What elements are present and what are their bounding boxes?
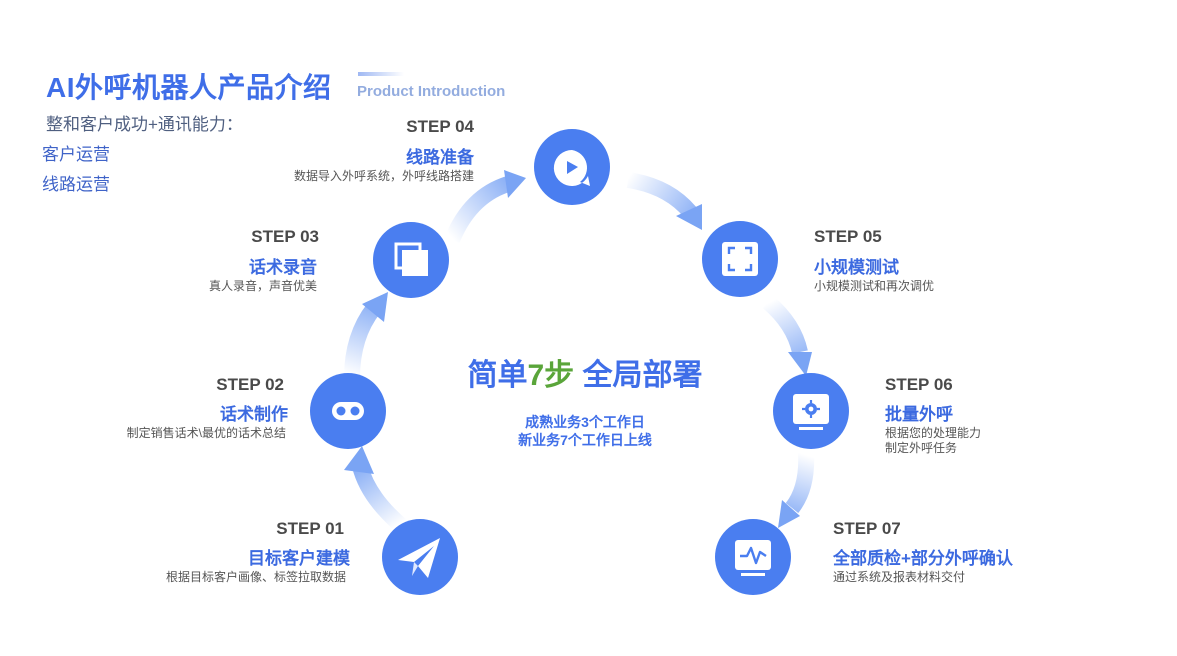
step-07-node <box>715 519 791 595</box>
step-05-node <box>702 221 778 297</box>
center-title-post: 全局部署 <box>574 359 703 392</box>
arrow-step05-to-step06 <box>762 295 812 376</box>
step-07-name: 全部质检+部分外呼确认 <box>833 549 1013 568</box>
step-06-desc-line-1: 根据您的处理能力 <box>885 426 982 440</box>
intro-item: 线路运营 <box>42 175 110 194</box>
arrow-step06-to-step07 <box>778 451 815 528</box>
step-03-desc: 真人录音，声音优美 <box>208 279 317 293</box>
step-02-number: STEP 02 <box>216 375 284 394</box>
arrow-step02-to-step03 <box>344 292 388 379</box>
center-line-1: 成熟业务3个工作日 <box>525 414 645 430</box>
center-title-highlight: 7步 <box>527 359 575 392</box>
step-06-desc-line-2: 制定外呼任务 <box>885 441 958 455</box>
step-04-name: 线路准备 <box>406 148 474 167</box>
step-04-desc: 数据导入外呼系统，外呼线路搭建 <box>293 169 474 183</box>
page-title: AI外呼机器人产品介绍 <box>46 72 332 103</box>
step-03-node <box>373 222 449 298</box>
step-07-number: STEP 07 <box>833 519 901 538</box>
intro-lead: 整和客户成功+通讯能力： <box>46 115 243 134</box>
step-06-node <box>773 373 849 449</box>
title-accent-line <box>358 72 404 76</box>
arrow-step04-to-step05 <box>626 172 702 230</box>
copy-icon <box>394 242 428 276</box>
step-03-name: 话术录音 <box>249 258 317 277</box>
center-title: 简单7步 全局部署 <box>430 350 740 394</box>
paper-plane-icon <box>398 538 440 578</box>
intro-item: 客户运营 <box>42 145 110 164</box>
step-05-desc: 小规模测试和再次调优 <box>814 279 935 293</box>
step-02-desc: 制定销售话术\最优的话术总结 <box>126 426 286 440</box>
step-01-name: 目标客户建模 <box>248 549 350 568</box>
step-06-name: 批量外呼 <box>885 405 953 424</box>
toggle-icon <box>332 402 364 420</box>
center-title-pre: 简单 <box>467 359 528 392</box>
page-subtitle: Product Introduction <box>357 83 506 100</box>
arrow-step03-to-step04 <box>444 170 526 244</box>
step-01-number: STEP 01 <box>276 519 344 538</box>
play-bubble-icon <box>553 149 590 186</box>
step-04-node <box>534 129 610 205</box>
step-03-number: STEP 03 <box>251 227 319 246</box>
step-01-desc: 根据目标客户画像、标签拉取数据 <box>165 570 346 584</box>
arrow-step01-to-step02 <box>344 446 410 535</box>
monitor-gear-icon <box>793 394 829 430</box>
step-06-number: STEP 06 <box>885 375 953 394</box>
scan-frame-icon <box>722 242 758 276</box>
step-02-name: 话术制作 <box>220 405 288 424</box>
step-01-node <box>382 519 458 595</box>
step-02-node <box>310 373 386 449</box>
step-05-name: 小规模测试 <box>814 258 899 277</box>
center-line-2: 新业务7个工作日上线 <box>518 432 652 448</box>
step-04-number: STEP 04 <box>406 117 474 136</box>
step-05-number: STEP 05 <box>814 227 882 246</box>
step-07-desc: 通过系统及报表材料交付 <box>833 570 966 584</box>
pulse-monitor-icon <box>735 540 771 576</box>
